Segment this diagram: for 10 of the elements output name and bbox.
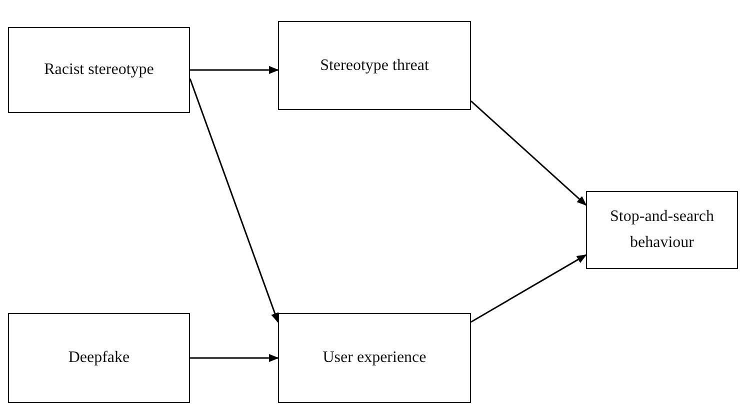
concept-box: Stop-and-search behaviour [586,191,738,269]
concept-box: Stereotype threat [278,21,471,110]
arrow [470,254,587,323]
concept-box: Racist stereotype [8,27,190,113]
arrow [190,66,279,74]
concept-box: Deepfake [8,313,190,403]
arrow [190,354,279,362]
arrow [470,100,587,206]
concept-box: User experience [278,313,471,403]
arrow [189,78,279,323]
